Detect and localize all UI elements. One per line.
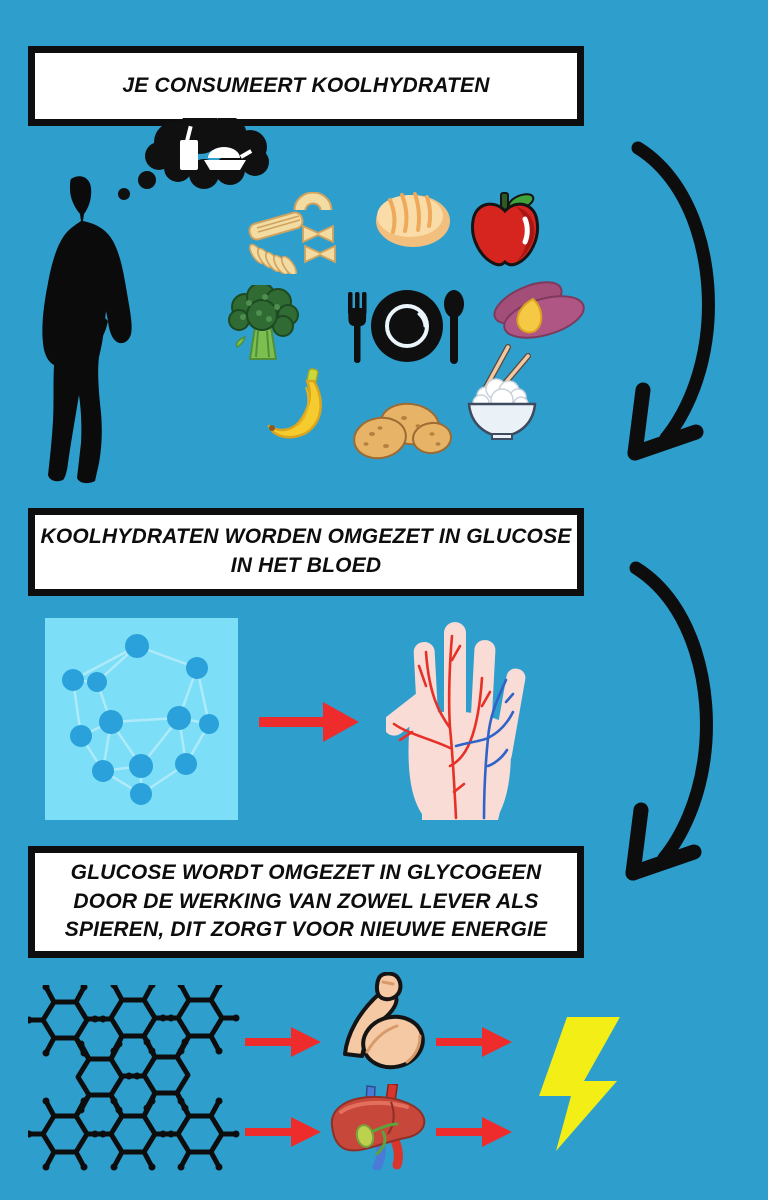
thought-bubble-icon [118, 118, 269, 200]
step-2-label-box: KOOLHYDRATEN WORDEN OMGEZET IN GLUCOSE I… [28, 508, 584, 596]
glucose-molecule-illustration [45, 618, 238, 820]
hand-blood-vessels-illustration [386, 622, 526, 820]
muscle-to-energy-arrow [436, 1027, 512, 1057]
banana-icon [267, 368, 322, 439]
thought-dot-small [118, 188, 130, 200]
person-silhouette [42, 176, 132, 484]
thought-dot-large [138, 171, 156, 189]
glycogen-structure-illustration [28, 985, 240, 1175]
potatoes-icon [353, 402, 452, 460]
curved-arrow-down-1 [627, 141, 715, 461]
bread-icon [376, 192, 450, 247]
curved-arrow-down-2 [625, 561, 713, 881]
pasta-icon [248, 192, 336, 274]
sweet-potato-icon [493, 281, 585, 339]
lightning-bolt-icon [539, 1017, 620, 1151]
step-3-label: GLUCOSE WORDT OMGEZET IN GLYCOGEEN DOOR … [64, 860, 548, 942]
broccoli-icon [228, 285, 299, 360]
step-2-label: KOOLHYDRATEN WORDEN OMGEZET IN GLUCOSE I… [40, 525, 572, 577]
cup-icon [180, 125, 198, 170]
dish-icon [204, 147, 253, 170]
glucose-to-blood-arrow [259, 702, 359, 742]
liver-icon [330, 1084, 426, 1170]
muscle-arm-icon [343, 972, 425, 1070]
step-1-label: JE CONSUMEERT KOOLHYDRATEN [122, 73, 490, 97]
liver-to-energy-arrow [436, 1117, 512, 1147]
glycogen-to-muscle-arrow [245, 1027, 321, 1057]
glycogen-to-liver-arrow [245, 1117, 321, 1147]
apple-icon [471, 192, 540, 267]
plate-cutlery-icon [348, 290, 464, 364]
step-3-label-box: GLUCOSE WORDT OMGEZET IN GLYCOGEEN DOOR … [28, 846, 584, 958]
step-1-label-box: JE CONSUMEERT KOOLHYDRATEN [28, 46, 584, 126]
rice-bowl-icon [467, 344, 537, 440]
